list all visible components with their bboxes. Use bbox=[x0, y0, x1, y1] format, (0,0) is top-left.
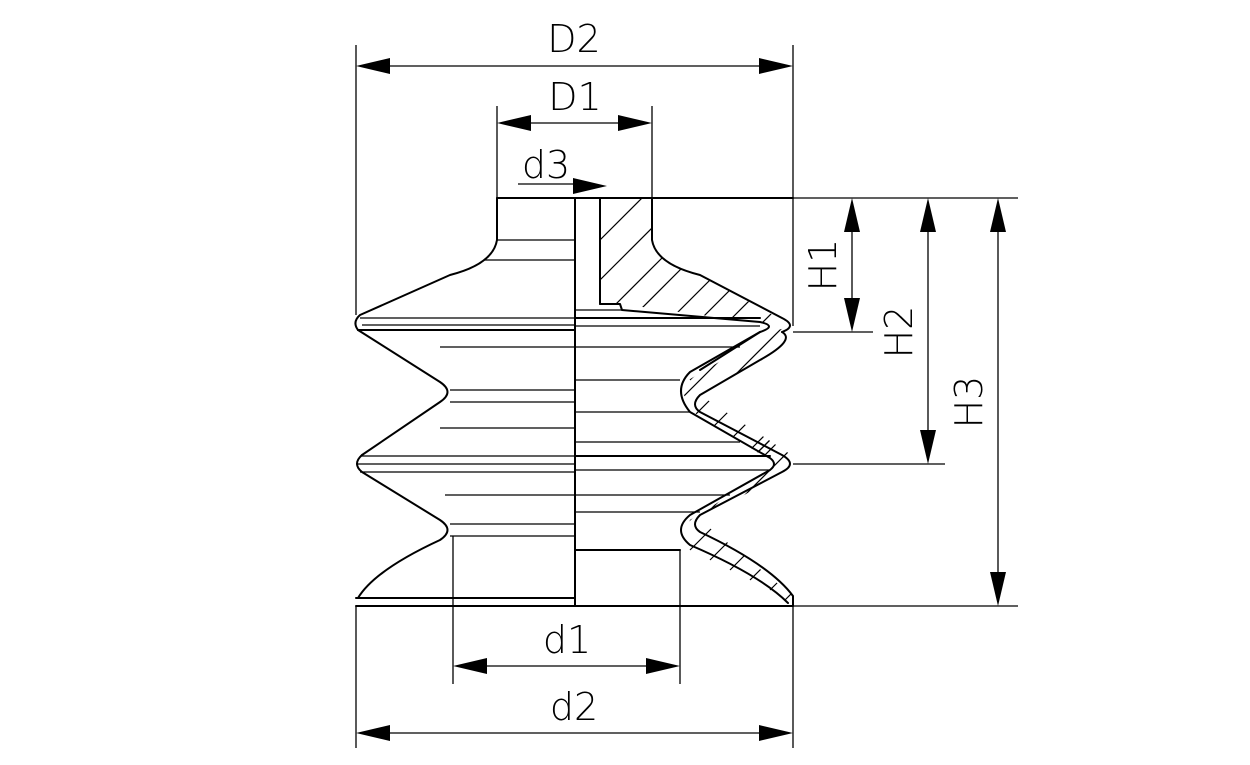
dimension-D1: D1 bbox=[496, 75, 653, 198]
dimension-H3: H3 bbox=[793, 197, 1018, 607]
section-view-right-half bbox=[496, 197, 794, 607]
dimension-d1: d1 bbox=[452, 536, 681, 684]
label-d2: d2 bbox=[550, 685, 598, 729]
label-D2: D2 bbox=[547, 17, 600, 61]
dimension-D2: D2 bbox=[355, 17, 794, 326]
dimension-d3: d3 bbox=[518, 143, 607, 194]
label-H3: H3 bbox=[947, 376, 991, 429]
label-D1: D1 bbox=[548, 75, 601, 119]
label-d3: d3 bbox=[522, 143, 570, 187]
dimension-d2: d2 bbox=[355, 606, 794, 748]
dimension-H2: H2 bbox=[793, 197, 945, 465]
label-H2: H2 bbox=[877, 306, 921, 359]
dimension-H1: H1 bbox=[793, 197, 873, 333]
label-d1: d1 bbox=[543, 618, 591, 662]
label-H1: H1 bbox=[801, 239, 845, 292]
side-view-left-half bbox=[354, 197, 576, 607]
